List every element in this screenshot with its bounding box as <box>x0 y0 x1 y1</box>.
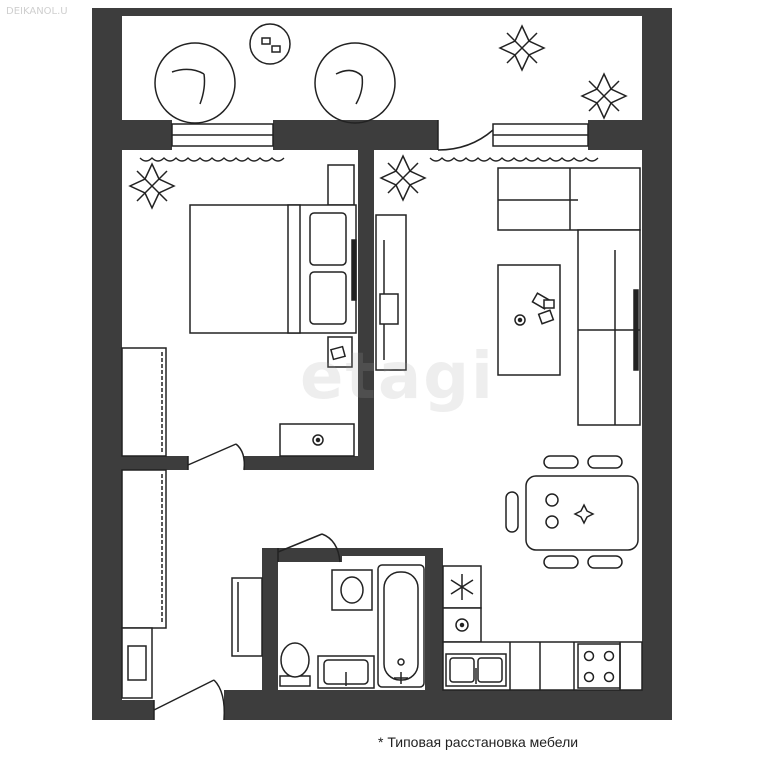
corner-sofa <box>497 167 641 426</box>
walls <box>92 8 672 720</box>
tv-stand <box>375 214 407 371</box>
curtains <box>139 157 599 162</box>
balcony-chair-right <box>314 42 396 124</box>
hallway <box>121 469 341 721</box>
living-plant <box>379 154 427 202</box>
hall-wardrobe <box>121 469 167 629</box>
living-room <box>375 154 641 569</box>
furniture-note: * Типовая расстановка мебели <box>378 734 579 750</box>
pillow-top <box>309 212 347 266</box>
tv-console <box>279 423 355 457</box>
balcony-chair-left <box>154 42 236 124</box>
pillow-bottom <box>309 271 347 325</box>
balcony-plant-1 <box>498 24 546 72</box>
balcony-side-table <box>249 23 291 65</box>
bathroom <box>279 564 425 689</box>
balcony <box>154 23 628 151</box>
dining-set <box>505 455 639 569</box>
stove <box>577 643 621 689</box>
source-watermark: DEIKANOL.U <box>6 6 68 17</box>
balcony-plant-2 <box>580 72 628 120</box>
kitchen <box>442 565 643 691</box>
wardrobe <box>121 347 167 457</box>
nightstand-top <box>327 164 355 206</box>
hall-bench <box>231 577 263 657</box>
bedroom <box>121 162 357 471</box>
bedroom-plant <box>128 162 176 210</box>
